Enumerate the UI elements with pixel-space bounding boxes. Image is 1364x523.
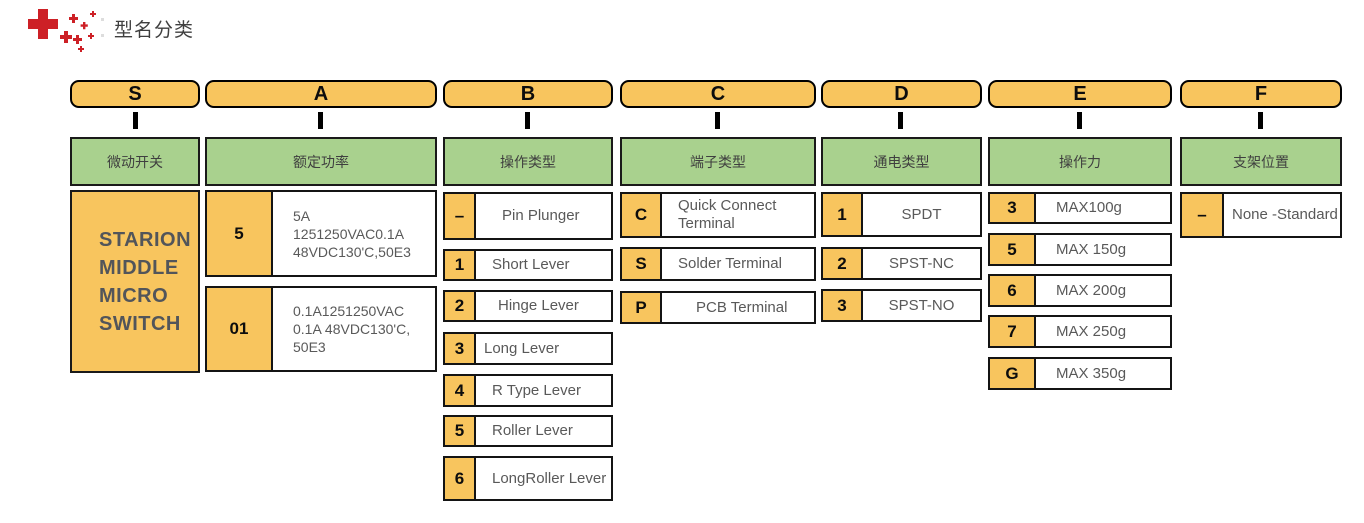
option-code: 5 (445, 417, 476, 445)
option-label: Quick Connect Terminal (678, 197, 777, 232)
option-code: C (622, 194, 662, 236)
option-label: MAX100g (1056, 199, 1122, 216)
option-label: Roller Lever (492, 422, 573, 439)
option-code: 6 (990, 276, 1036, 305)
connector-line (318, 112, 323, 129)
option-label: 0.1A1251250VAC 0.1A 48VDC130'C, 50E3 (293, 303, 411, 355)
option-label: SPST-NC (888, 254, 954, 272)
option-row: 5 MAX 150g (988, 233, 1172, 266)
option-label: LongRoller Lever (492, 469, 607, 487)
option-row: – Pin Plunger (443, 192, 613, 240)
option-code: 6 (445, 458, 476, 499)
letter-label: D (894, 82, 909, 105)
option-code: G (990, 359, 1036, 388)
option-row: P PCB Terminal (620, 291, 816, 324)
column-letter-s: S (70, 80, 200, 108)
option-row: 5 Roller Lever (443, 415, 613, 447)
option-label: 5A 1251250VAC0.1A 48VDC130'C,50E3 (293, 207, 411, 260)
connector-line (898, 112, 903, 129)
option-code: 3 (990, 194, 1036, 222)
category-operating-force: 操作力 (988, 137, 1172, 186)
option-row: 6 MAX 200g (988, 274, 1172, 307)
option-label: SPST-NO (888, 296, 955, 314)
option-code: P (622, 293, 662, 322)
option-code: 3 (823, 291, 863, 320)
letter-label: F (1254, 82, 1268, 105)
letter-label: A (313, 82, 329, 105)
option-label: MAX 200g (1056, 281, 1127, 299)
option-label: MAX 250g (1056, 322, 1127, 340)
option-row: C Quick Connect Terminal (620, 192, 816, 238)
option-label: Short Lever (492, 256, 570, 273)
option-label: R Type Lever (492, 381, 581, 399)
option-row: – None -Standard (1180, 192, 1342, 238)
category-operation-type: 操作类型 (443, 137, 613, 186)
option-code: – (1182, 194, 1224, 236)
connector-line (715, 112, 720, 129)
column-letter-b: B (443, 80, 613, 108)
option-code: S (622, 249, 662, 279)
red-cross-sparkles-icon (28, 9, 104, 52)
connector-line (525, 112, 530, 129)
letter-label: C (710, 82, 726, 105)
option-code: 2 (445, 292, 476, 320)
option-row: 3 MAX100g (988, 192, 1172, 224)
option-row: 5 5A 1251250VAC0.1A 48VDC130'C,50E3 (205, 190, 437, 277)
option-row: 2 Hinge Lever (443, 290, 613, 322)
connector-line (133, 112, 138, 129)
connector-line (1258, 112, 1263, 129)
option-code: 4 (445, 376, 476, 405)
starion-line: SWITCH (99, 312, 181, 335)
option-label: MAX 350g (1056, 364, 1127, 382)
option-code: 01 (207, 288, 273, 370)
option-label: Pin Plunger (502, 207, 580, 224)
option-code: 3 (445, 334, 476, 363)
column-letter-f: F (1180, 80, 1342, 108)
option-code: 5 (990, 235, 1036, 264)
page-title: 型名分类 (114, 19, 195, 41)
option-row: 01 0.1A1251250VAC 0.1A 48VDC130'C, 50E3 (205, 286, 437, 372)
option-row: 1 Short Lever (443, 249, 613, 281)
letter-label: E (1073, 82, 1087, 105)
option-row: 3 Long Lever (443, 332, 613, 365)
category-rated-power: 额定功率 (205, 137, 437, 186)
category-circuit-type: 通电类型 (821, 137, 982, 186)
starion-line: MICRO (99, 284, 169, 307)
option-row: G MAX 350g (988, 357, 1172, 390)
option-row: 6 LongRoller Lever (443, 456, 613, 501)
category-terminal-type: 端子类型 (620, 137, 816, 186)
letter-label: S (128, 82, 142, 105)
option-row: 3 SPST-NO (821, 289, 982, 322)
option-label: None -Standard (1232, 206, 1338, 223)
option-code: 1 (445, 251, 476, 279)
option-row: 1 SPDT (821, 192, 982, 237)
column-letter-a: A (205, 80, 437, 108)
starion-block: STARION MIDDLE MICRO SWITCH (70, 190, 200, 373)
column-letter-d: D (821, 80, 982, 108)
option-label: SPDT (901, 205, 942, 223)
connector-line (1077, 112, 1082, 129)
option-code: 1 (823, 194, 863, 235)
option-code: 7 (990, 317, 1036, 346)
column-letter-c: C (620, 80, 816, 108)
option-row: S Solder Terminal (620, 247, 816, 281)
column-letter-e: E (988, 80, 1172, 108)
page-header: 型名分类 (20, 4, 194, 52)
option-row: 2 SPST-NC (821, 247, 982, 280)
option-row: 4 R Type Lever (443, 374, 613, 407)
option-label: Solder Terminal (678, 255, 782, 272)
option-code: – (445, 194, 476, 238)
option-code: 5 (207, 192, 273, 275)
category-bracket-position: 支架位置 (1180, 137, 1342, 186)
option-label: MAX 150g (1056, 240, 1127, 258)
option-row: 7 MAX 250g (988, 315, 1172, 348)
starion-line: STARION (99, 228, 192, 251)
option-label: PCB Terminal (696, 298, 788, 316)
letter-label: B (520, 82, 536, 105)
option-code: 2 (823, 249, 863, 278)
option-label: Hinge Lever (498, 297, 579, 314)
starion-line: MIDDLE (99, 256, 179, 279)
option-label: Long Lever (484, 339, 560, 357)
category-micro-switch: 微动开关 (70, 137, 200, 186)
